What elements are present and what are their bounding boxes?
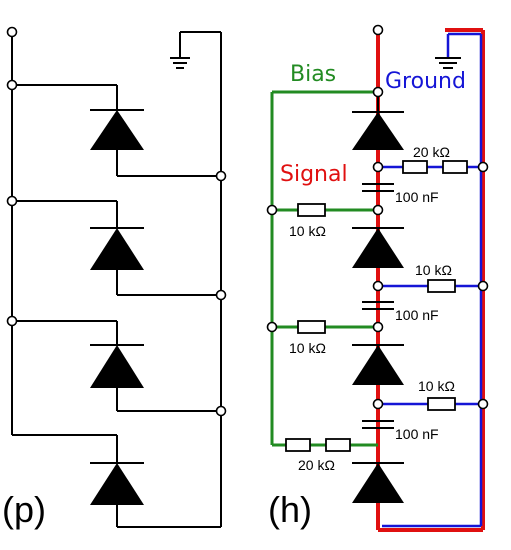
- diode-icon: [90, 345, 144, 388]
- signal-label: Signal: [280, 162, 348, 187]
- panel-p-nodes: [6, 26, 227, 417]
- diode-icon: [352, 345, 404, 385]
- diode-icon: [352, 112, 404, 150]
- panel-h-diodes: [352, 112, 404, 503]
- ground-label: Ground: [385, 69, 466, 94]
- resistor-label: 20 kΩ: [413, 144, 450, 160]
- resistor-icon: [427, 397, 456, 411]
- capacitor-label: 100 nF: [395, 426, 439, 442]
- resistor-icon: [402, 160, 428, 174]
- panel-h-wires: [352, 92, 404, 464]
- panel-p-circuit: [11, 31, 222, 528]
- ground-icon: [435, 57, 461, 69]
- diode-icon: [90, 228, 144, 270]
- resistor-icon: [297, 320, 326, 334]
- panel-h-resistors: [285, 160, 468, 452]
- capacitor-label: 100 nF: [395, 189, 439, 205]
- diode-icon: [352, 463, 404, 503]
- resistor-icon: [442, 160, 468, 174]
- resistor-icon: [285, 438, 311, 452]
- capacitor-label: 100 nF: [395, 307, 439, 323]
- resistor-label: 10 kΩ: [415, 262, 452, 278]
- resistor-label: 10 kΩ: [289, 223, 326, 239]
- resistor-icon: [427, 279, 456, 293]
- panel-p-diodes: [90, 110, 144, 505]
- panel-label-p: (p): [2, 489, 46, 530]
- panel-label-h: (h): [268, 489, 312, 530]
- resistor-icon: [325, 438, 351, 452]
- resistor-label: 10 kΩ: [418, 378, 455, 394]
- bias-label: Bias: [290, 62, 336, 87]
- panel-h-nodes: [266, 24, 489, 410]
- diode-icon: [352, 228, 404, 268]
- diode-icon: [90, 463, 144, 505]
- resistor-label: 10 kΩ: [289, 340, 326, 356]
- diode-icon: [90, 110, 144, 150]
- resistor-icon: [297, 203, 326, 217]
- resistor-label: 20 kΩ: [298, 457, 335, 473]
